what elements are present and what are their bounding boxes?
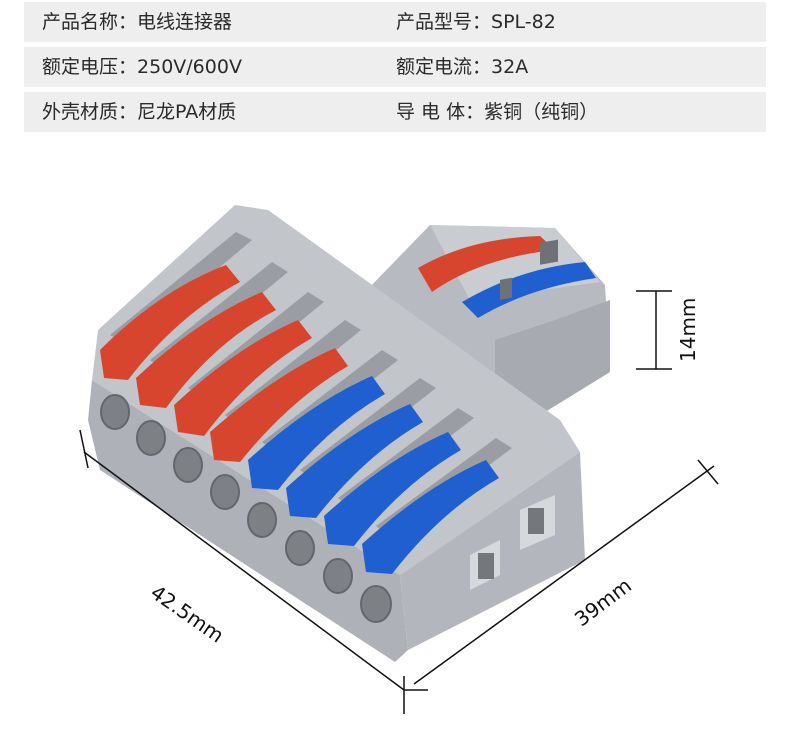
spec-value: 电线连接器 [137, 11, 233, 33]
spec-label: 产品名称： [42, 11, 138, 33]
spec-cell-model: 产品型号：SPL-82 [396, 2, 556, 42]
blue-levers [248, 376, 499, 574]
small-connector-block [365, 225, 610, 418]
spec-cell-voltage: 额定电压：250V/600V [42, 47, 242, 87]
length-tick-left [79, 429, 89, 469]
spec-value: 尼龙PA材质 [137, 101, 237, 123]
spec-cell-housing: 外壳材质：尼龙PA材质 [42, 92, 236, 132]
spec-table: 产品名称：电线连接器 产品型号：SPL-82 额定电压：250V/600V 额定… [24, 0, 766, 132]
dimension-lines [79, 290, 719, 714]
spec-value: 32A [491, 56, 529, 78]
spec-value: 紫铜（纯铜） [484, 101, 599, 123]
red-levers [100, 265, 348, 462]
spec-label: 导 电 体： [396, 101, 485, 123]
spec-cell-product-name: 产品名称：电线连接器 [42, 2, 232, 42]
spec-cell-conductor: 导 电 体：紫铜（纯铜） [396, 92, 598, 132]
spec-value: 250V/600V [137, 56, 242, 78]
length-dimension-line [83, 451, 405, 691]
spec-row-material: 外壳材质：尼龙PA材质 导 电 体：紫铜（纯铜） [24, 92, 766, 132]
spec-row-rating: 额定电压：250V/600V 额定电流：32A [24, 47, 766, 87]
spec-value: SPL-82 [491, 11, 556, 33]
main-connector-block [88, 205, 585, 662]
spec-label: 产品型号： [396, 11, 492, 33]
wire-holes [100, 394, 392, 623]
width-tick-right [697, 459, 719, 485]
spec-cell-current: 额定电流：32A [396, 47, 528, 87]
width-dimension-line [413, 465, 715, 685]
height-label: 14mm [676, 297, 700, 362]
spec-label: 额定电流： [396, 56, 492, 78]
spec-label: 额定电压： [42, 56, 138, 78]
spec-row-name: 产品名称：电线连接器 产品型号：SPL-82 [24, 2, 766, 42]
spec-label: 外壳材质： [42, 101, 138, 123]
